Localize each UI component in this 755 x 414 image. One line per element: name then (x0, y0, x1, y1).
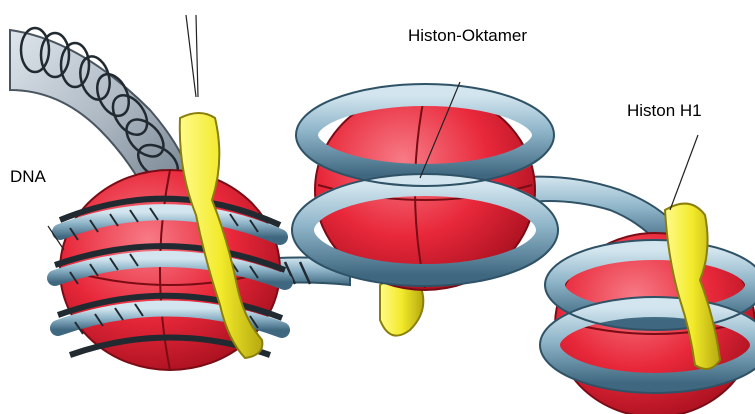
pointer-top (186, 15, 196, 97)
nucleosome-middle (292, 84, 558, 336)
label-histon-oktamer: Histon-Oktamer (408, 27, 527, 44)
label-dna: DNA (10, 168, 46, 185)
pointer-top-2 (196, 15, 198, 97)
pointer-histon-h1 (670, 135, 698, 210)
label-histon-h1: Histon H1 (627, 102, 702, 119)
nucleosome-right (540, 233, 755, 414)
